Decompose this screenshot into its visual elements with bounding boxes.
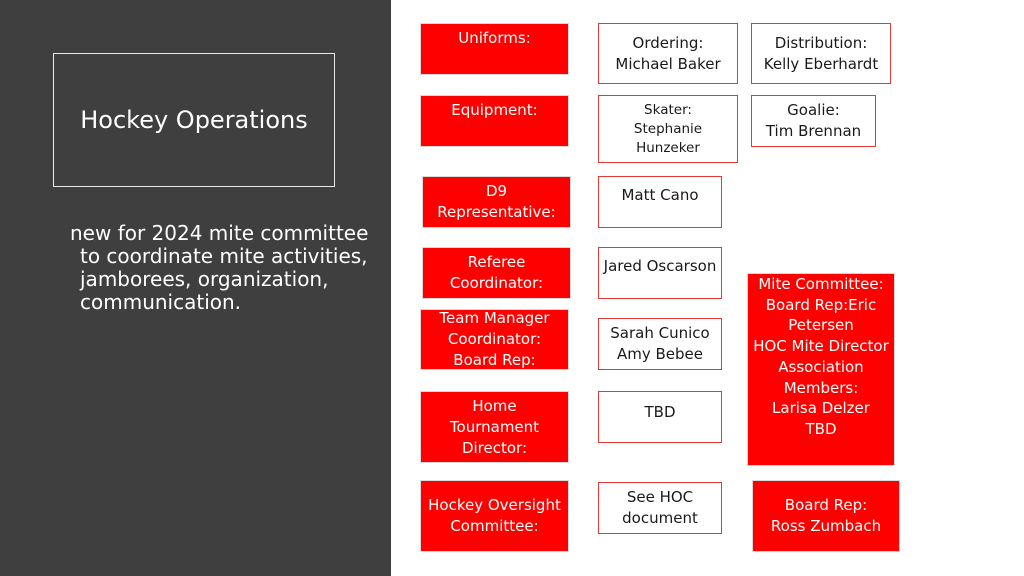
goalie-box: Goalie: Tim Brennan bbox=[751, 95, 876, 147]
title-box: Hockey Operations bbox=[53, 53, 335, 187]
skater-box: Skater: Stephanie Hunzeker bbox=[598, 95, 738, 163]
referee-coordinator-box: Referee Coordinator: bbox=[422, 247, 571, 299]
mite-committee-box: Mite Committee: Board Rep:Eric Petersen … bbox=[747, 273, 895, 466]
description-text: new for 2024 mite committee to coordinat… bbox=[70, 221, 369, 314]
hoc-document-box: See HOC document bbox=[598, 482, 722, 534]
d9-person-box: Matt Cano bbox=[598, 176, 722, 228]
ordering-box: Ordering: Michael Baker bbox=[598, 23, 738, 84]
board-rep-box: Board Rep: Ross Zumbach bbox=[752, 480, 900, 552]
page-title: Hockey Operations bbox=[80, 106, 308, 134]
d9-representative-box: D9 Representative: bbox=[422, 176, 571, 228]
home-tournament-director-box: Home Tournament Director: bbox=[420, 391, 569, 463]
equipment-box: Equipment: bbox=[420, 95, 569, 147]
referee-person-box: Jared Oscarson bbox=[598, 247, 722, 299]
left-panel: Hockey Operations new for 2024 mite comm… bbox=[0, 0, 391, 576]
home-tournament-person-box: TBD bbox=[598, 391, 722, 443]
hockey-oversight-committee-box: Hockey Oversight Committee: bbox=[420, 480, 569, 552]
uniforms-box: Uniforms: bbox=[420, 23, 569, 75]
team-manager-people-box: Sarah Cunico Amy Bebee bbox=[598, 318, 722, 370]
distribution-box: Distribution: Kelly Eberhardt bbox=[751, 23, 891, 84]
team-manager-coordinator-box: Team Manager Coordinator: Board Rep: bbox=[420, 309, 569, 370]
